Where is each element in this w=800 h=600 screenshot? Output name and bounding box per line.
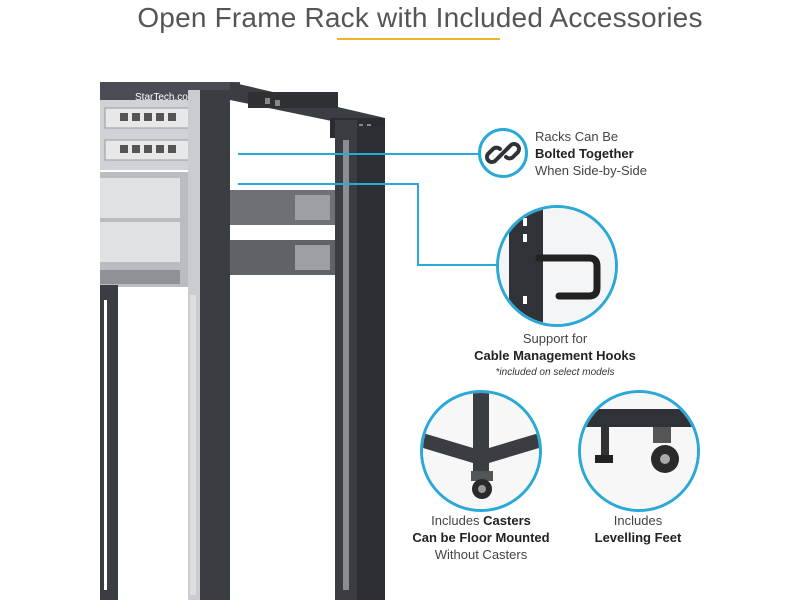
rack-illustration: StarTech.com (100, 82, 385, 600)
hooks-line2: Cable Management Hooks (474, 348, 636, 363)
feet-caption: Includes Levelling Feet (568, 512, 708, 546)
bolted-line2: Bolted Together (535, 146, 634, 161)
hooks-line1: Support for (522, 331, 588, 346)
connector-line-top (238, 153, 478, 155)
connector-line-mid-h (238, 183, 418, 185)
feet-line2: Levelling Feet (594, 530, 682, 545)
hooks-note: *included on select models (495, 367, 615, 378)
casters-line2: Can be Floor Mounted (412, 530, 550, 545)
bolted-caption: Racks Can Be Bolted Together When Side-b… (535, 128, 685, 179)
bolted-line3: When Side-by-Side (535, 163, 647, 178)
cable-hook-circle (496, 205, 618, 327)
connector-line-mid-h2 (417, 264, 497, 266)
casters-prefix: Includes (431, 513, 484, 528)
hooks-caption: Support for Cable Management Hooks *incl… (460, 330, 650, 381)
feet-line1: Includes (613, 513, 663, 528)
cable-hook-image (499, 208, 615, 324)
casters-caption: Includes Casters Can be Floor Mounted Wi… (400, 512, 562, 563)
title-underline (337, 38, 500, 40)
levelling-feet-image (581, 393, 697, 509)
connector-line-mid-v (417, 183, 419, 265)
casters-bold: Casters (483, 513, 531, 528)
casters-line3: Without Casters (434, 547, 528, 562)
link-callout-circle (478, 128, 528, 178)
page-title: Open Frame Rack with Included Accessorie… (137, 2, 703, 33)
levelling-feet-circle (578, 390, 700, 512)
link-icon (485, 142, 521, 164)
brand-logo: StarTech.com (135, 92, 196, 103)
casters-image (423, 393, 539, 509)
casters-circle (420, 390, 542, 512)
bolted-line1: Racks Can Be (535, 129, 619, 144)
